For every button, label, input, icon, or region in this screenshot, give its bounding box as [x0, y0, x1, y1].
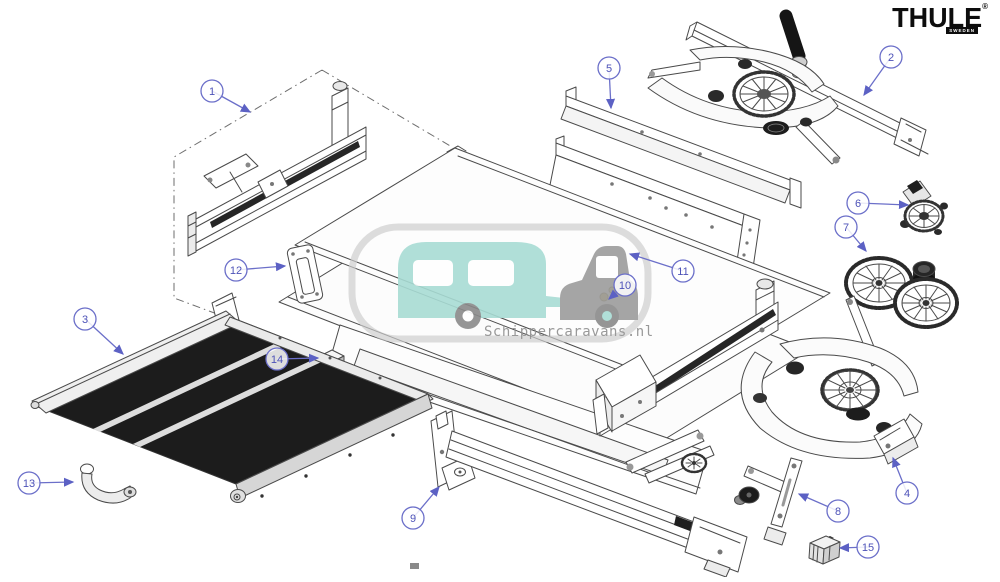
part-curved-hook — [80, 463, 137, 504]
callout-15: 15 — [838, 535, 880, 559]
svg-text:8: 8 — [835, 506, 841, 518]
svg-text:7: 7 — [843, 222, 849, 234]
part-side-bracket-plate — [286, 244, 324, 304]
callout-3: 3 — [73, 307, 124, 355]
svg-text:9: 9 — [410, 513, 416, 525]
svg-text:10: 10 — [619, 280, 631, 292]
callout-5: 5 — [597, 56, 621, 110]
part-drive-motor — [900, 180, 948, 235]
lower-scissor-mechanism — [740, 295, 923, 465]
brand-tagline: SWEDEN — [946, 27, 978, 34]
part-gear-wheels — [844, 256, 959, 329]
registered-trademark-symbol: ® — [982, 2, 988, 11]
svg-text:5: 5 — [606, 63, 612, 75]
right-slide-rail — [592, 278, 779, 437]
callout-7: 7 — [834, 215, 867, 252]
part-step-platform — [30, 310, 434, 503]
callout-11: 11 — [628, 252, 695, 283]
part-left-slide-rail — [187, 81, 367, 257]
callouts: 1 2 3 4 5 6 7 — [17, 45, 919, 559]
svg-text:6: 6 — [855, 198, 861, 210]
watermark-text: Schippercaravans.nl — [484, 324, 654, 340]
part-support-arm — [734, 457, 803, 546]
svg-text:2: 2 — [888, 52, 894, 64]
svg-text:13: 13 — [23, 478, 35, 490]
callout-10: 10 — [608, 273, 637, 300]
svg-text:12: 12 — [230, 265, 242, 277]
callout-4: 4 — [892, 456, 919, 505]
callout-12: 12 — [224, 258, 287, 282]
callout-6: 6 — [846, 191, 910, 215]
brand-logo: THULE® SWEDEN — [892, 2, 988, 34]
svg-text:11: 11 — [677, 266, 688, 278]
part-mounting-profiles — [548, 86, 802, 269]
callout-14: 14 — [265, 347, 320, 371]
car-icon — [560, 246, 638, 320]
callout-8: 8 — [797, 493, 850, 523]
upper-scissor-mechanism — [647, 45, 841, 165]
svg-text:3: 3 — [82, 314, 88, 326]
svg-text:15: 15 — [862, 542, 874, 554]
callout-9: 9 — [401, 486, 440, 530]
part-front-rail — [410, 410, 748, 578]
part-clip — [808, 535, 841, 565]
svg-text:4: 4 — [904, 488, 910, 500]
watermark-frame — [348, 223, 652, 343]
linkage-arms — [625, 429, 715, 484]
svg-text:14: 14 — [271, 354, 283, 366]
callout-1: 1 — [200, 79, 252, 113]
watermark: Schippercaravans.nl — [348, 223, 654, 343]
callout-2: 2 — [863, 45, 903, 97]
callout-13: 13 — [17, 471, 75, 495]
svg-text:1: 1 — [209, 86, 215, 98]
